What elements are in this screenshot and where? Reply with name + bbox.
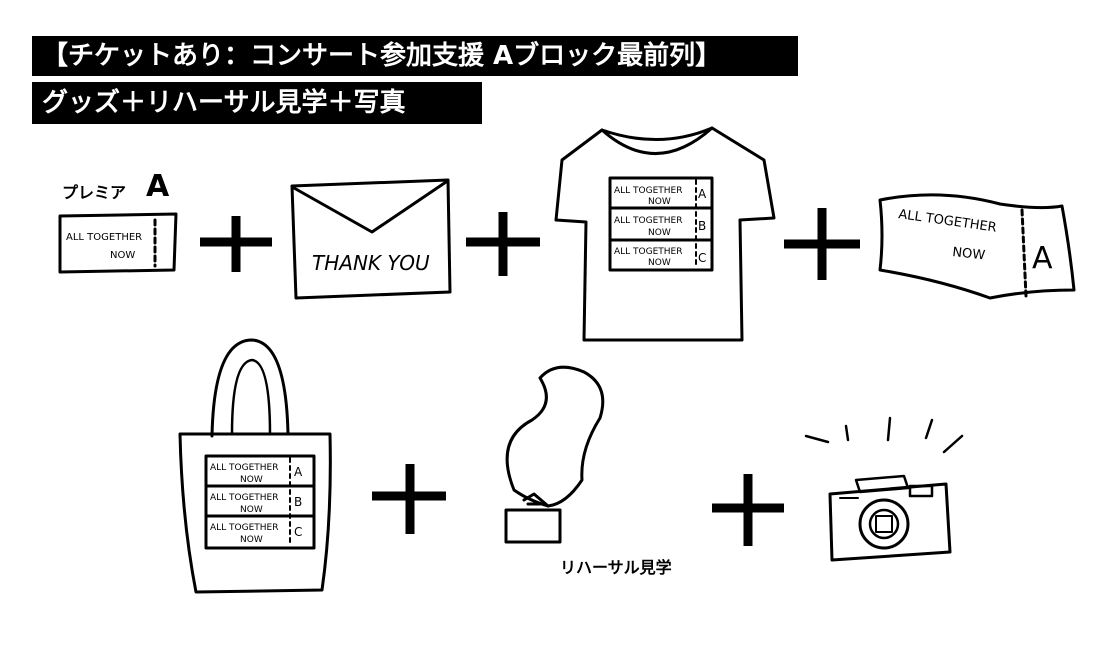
- t-shirt-row-b-line2: NOW: [648, 228, 671, 238]
- lanyard-icon: [505, 365, 605, 508]
- envelope-outline: [290, 178, 452, 300]
- tote-bag-print: [204, 454, 316, 550]
- rehearsal-caption: リハーサル見学: [560, 558, 672, 577]
- t-shirt-row-b-tag: B: [698, 219, 706, 233]
- t-shirt-row-a-tag: A: [698, 187, 707, 201]
- t-shirt-row-c-line2: NOW: [648, 258, 671, 268]
- envelope-flap: [292, 180, 448, 234]
- plus-sign: [784, 208, 860, 280]
- plus-sign: [372, 464, 446, 534]
- tote-row-b-line1: ALL TOGETHER: [210, 493, 279, 503]
- rehearsal-pass-illustration: [504, 365, 605, 544]
- tote-bag-illustration: ALL TOGETHER NOW A ALL TOGETHER NOW B AL…: [178, 338, 332, 594]
- ticket-outline: [58, 212, 178, 274]
- tote-bag-outline: [178, 432, 332, 594]
- t-shirt-row-a-line1: ALL TOGETHER: [614, 186, 683, 196]
- ticket-line2: NOW: [110, 250, 135, 261]
- envelope-text: THANK YOU: [312, 251, 430, 275]
- pass-card-icon: [504, 508, 562, 544]
- t-shirt-outline: [554, 126, 776, 342]
- plus-sign: [200, 216, 272, 272]
- t-shirt-row-a-line2: NOW: [648, 197, 671, 207]
- ticket-badge-label: プレミア: [62, 183, 126, 202]
- title-banner-text: 【チケットあり：コンサート参加支援 Aブロック最前列】: [42, 41, 722, 71]
- plus-sign: [712, 474, 784, 546]
- t-shirt-illustration: ALL TOGETHER NOW A ALL TOGETHER NOW B AL…: [554, 126, 776, 342]
- t-shirt-collar: [600, 126, 714, 155]
- premium-ticket-illustration: プレミア A ALL TOGETHER NOW: [58, 169, 178, 274]
- camera-illustration: [804, 416, 964, 562]
- tote-row-a-tag: A: [294, 465, 303, 479]
- camera-flash-lines: [804, 416, 964, 454]
- thank-you-envelope-illustration: THANK YOU: [290, 178, 452, 300]
- tote-row-a-line1: ALL TOGETHER: [210, 463, 279, 473]
- tote-row-c-line1: ALL TOGETHER: [210, 523, 279, 533]
- towel-line2: NOW: [952, 245, 986, 263]
- towel-illustration: ALL TOGETHER NOW A: [878, 193, 1076, 300]
- subtitle-banner: グッズ＋リハーサル見学＋写真: [32, 82, 482, 124]
- towel-perforation: [1020, 208, 1028, 298]
- camera-lens-icon: [858, 498, 910, 550]
- t-shirt-print: [608, 176, 714, 272]
- plus-sign: [466, 212, 540, 276]
- tote-row-c-tag: C: [294, 525, 302, 539]
- ticket-line1: ALL TOGETHER: [66, 232, 142, 243]
- towel-tag: A: [1032, 241, 1053, 276]
- towel-outline: [878, 193, 1076, 300]
- title-banner: 【チケットあり：コンサート参加支援 Aブロック最前列】: [32, 36, 798, 76]
- towel-line1: ALL TOGETHER: [897, 207, 997, 236]
- t-shirt-row-c-line1: ALL TOGETHER: [614, 247, 683, 257]
- tote-row-a-line2: NOW: [240, 475, 263, 485]
- t-shirt-row-c-tag: C: [698, 251, 706, 265]
- tote-row-b-line2: NOW: [240, 505, 263, 515]
- tote-row-b-tag: B: [294, 495, 302, 509]
- tote-row-c-line2: NOW: [240, 535, 263, 545]
- ticket-badge-letter: A: [146, 169, 170, 204]
- tote-bag-handle: [210, 338, 290, 438]
- subtitle-banner-text: グッズ＋リハーサル見学＋写真: [42, 88, 406, 118]
- t-shirt-row-b-line1: ALL TOGETHER: [614, 216, 683, 226]
